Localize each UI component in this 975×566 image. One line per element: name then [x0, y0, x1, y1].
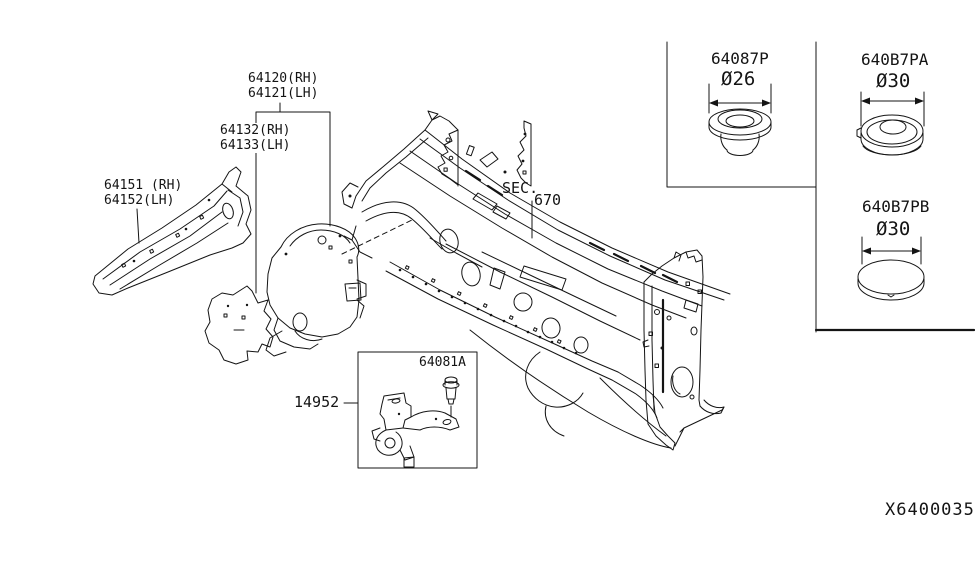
callout-hoodledge-front: 64132(RH) 64133(LH)	[219, 123, 292, 153]
callout-section-number: 670	[534, 191, 562, 209]
drawing-code: X6400035	[885, 500, 975, 520]
callout-hoodledge-reinforcement: 64151 (RH) 64152(LH)	[104, 178, 183, 208]
inset-panel-frame	[666, 41, 975, 333]
hoodledge-reinforcement-drawing	[92, 166, 252, 296]
inset-part-640B7PA: 640B7PA	[861, 50, 929, 69]
grommet-640B7PB-drawing	[857, 236, 925, 301]
grommet-640B7PA-drawing	[856, 91, 925, 156]
inset-dim-640B7PB: Ø30	[876, 218, 911, 240]
callout-section-prefix: SEC.	[502, 179, 539, 197]
weld-dots	[398, 265, 578, 355]
callout-hoodledge-assembly: 64120(RH) 64121(LH)	[248, 71, 319, 101]
grommet-64087P-drawing	[708, 83, 772, 156]
callout-bolt: 64081A	[419, 355, 466, 370]
inset-part-640B7PB: 640B7PB	[862, 197, 930, 216]
bolt-64081A-drawing	[442, 376, 460, 418]
dash-panel-assembly-drawing	[341, 110, 731, 451]
inset-dim-64087P: Ø26	[721, 68, 756, 90]
callout-bracket: 14952	[294, 393, 340, 411]
inset-part-64087P: 64087P	[711, 49, 769, 68]
callout-leader-lines	[136, 102, 533, 294]
bracket-box	[343, 351, 478, 469]
bracket-14952-drawing	[371, 392, 460, 468]
inset-dim-640B7PA: Ø30	[876, 70, 911, 92]
hoodledge-front-drawing	[204, 223, 367, 365]
